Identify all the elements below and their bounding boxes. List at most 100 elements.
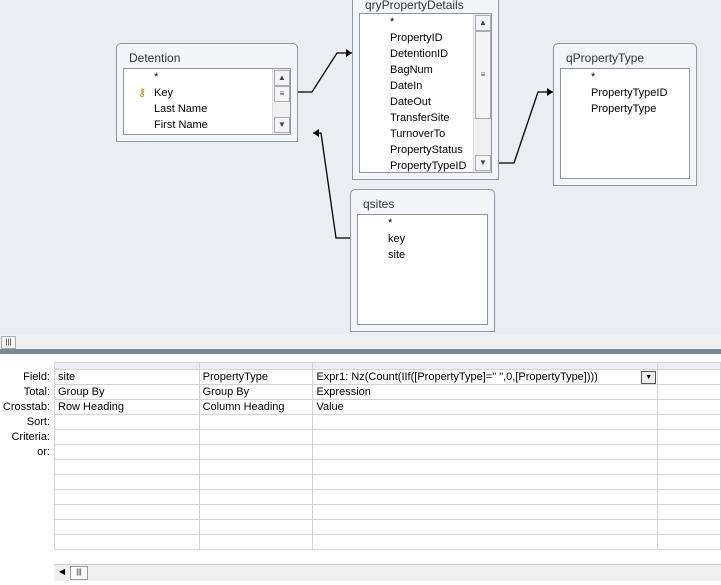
grid-cell[interactable]	[198, 414, 314, 430]
grid-cell[interactable]	[198, 429, 314, 445]
column-selector[interactable]	[54, 362, 200, 370]
field-item[interactable]: First Name	[154, 119, 208, 131]
field-list[interactable]: * ⚷Key Last Name First Name ▲ ≡ ▼	[123, 68, 291, 135]
field-item[interactable]: BagNum	[390, 64, 433, 76]
field-list[interactable]: * key site	[357, 214, 488, 325]
join-line-detention-details	[297, 52, 352, 93]
field-item[interactable]: PropertyID	[390, 32, 443, 44]
grid-cell[interactable]	[54, 489, 200, 505]
scrollbar[interactable]: ▲ ≡ ▼	[272, 69, 290, 134]
grid-cell[interactable]	[312, 444, 659, 460]
grid-cell[interactable]	[657, 489, 721, 505]
scroll-down-icon[interactable]: ▼	[475, 155, 491, 171]
field-item[interactable]: PropertyStatus	[390, 144, 463, 156]
field-item[interactable]: PropertyType	[591, 103, 657, 115]
pane-scrollbar[interactable]: |||	[0, 335, 721, 349]
total-cell[interactable]	[657, 384, 721, 400]
grid-cell[interactable]	[54, 459, 200, 475]
grid-cell[interactable]	[312, 459, 659, 475]
field-cell[interactable]	[657, 369, 721, 385]
table-qPropertyType[interactable]: qPropertyType * PropertyTypeID PropertyT…	[553, 43, 697, 186]
grid-cell[interactable]	[657, 519, 721, 535]
field-list[interactable]: * PropertyID DetentionID BagNum DateIn D…	[359, 13, 492, 173]
grid-cell[interactable]	[312, 504, 659, 520]
scroll-thumb[interactable]: ≡	[274, 86, 290, 102]
grid-cell[interactable]	[657, 414, 721, 430]
field-item[interactable]: *	[591, 71, 596, 83]
grid-cell[interactable]	[312, 519, 659, 535]
field-item[interactable]: TurnoverTo	[390, 128, 446, 140]
field-item[interactable]: *	[390, 16, 395, 28]
table-qryPropertyDetails[interactable]: qryPropertyDetails * PropertyID Detentio…	[352, 0, 499, 180]
grid-cell[interactable]	[312, 414, 659, 430]
field-cell[interactable]: site	[54, 369, 200, 385]
scroll-thumb[interactable]: |||	[1, 336, 16, 349]
grid-cell[interactable]	[198, 489, 314, 505]
grid-cell[interactable]	[312, 429, 659, 445]
grid-cell[interactable]	[54, 519, 200, 535]
scroll-up-icon[interactable]: ▲	[274, 70, 290, 86]
scroll-thumb[interactable]: |||	[70, 566, 88, 580]
scroll-up-icon[interactable]: ▲	[475, 15, 491, 31]
dropdown-arrow-icon[interactable]: ▼	[641, 371, 657, 384]
column-selector[interactable]	[198, 362, 314, 370]
field-item[interactable]: *	[388, 217, 393, 229]
grid-cell[interactable]	[657, 444, 721, 460]
grid-horizontal-scrollbar[interactable]: ◀ |||	[54, 564, 721, 581]
scroll-down-icon[interactable]: ▼	[274, 117, 290, 133]
grid-cell[interactable]	[657, 429, 721, 445]
scrollbar[interactable]: ▲ ≡ ▼	[473, 14, 491, 172]
scroll-left-icon[interactable]: ◀	[58, 567, 66, 576]
field-item[interactable]: DateIn	[390, 80, 423, 92]
field-item[interactable]: *	[154, 71, 159, 83]
grid-cell[interactable]	[312, 474, 659, 490]
field-item[interactable]: ⚷Key	[124, 85, 290, 101]
crosstab-cell[interactable]: Column Heading	[198, 399, 314, 415]
table-detention[interactable]: Detention * ⚷Key Last Name First Name ▲ …	[116, 43, 298, 142]
row-label-crosstab: Crosstab:	[2, 401, 50, 413]
grid-cell[interactable]	[312, 489, 659, 505]
field-cell[interactable]: PropertyType	[198, 369, 314, 385]
grid-cell[interactable]	[54, 474, 200, 490]
field-item[interactable]: PropertyTypeID	[390, 160, 467, 172]
field-item[interactable]: key	[388, 233, 406, 245]
field-cell[interactable]: Expr1: Nz(Count(IIf([PropertyType]=" ",0…	[312, 369, 659, 385]
grid-cell[interactable]	[54, 444, 200, 460]
grid-cell[interactable]	[198, 504, 314, 520]
crosstab-cell[interactable]: Value	[312, 399, 659, 415]
field-item[interactable]: Last Name	[154, 103, 208, 115]
grid-cell[interactable]	[198, 459, 314, 475]
total-cell[interactable]: Group By	[198, 384, 314, 400]
field-item[interactable]: DateOut	[390, 96, 431, 108]
crosstab-cell[interactable]	[657, 399, 721, 415]
table-qsites[interactable]: qsites * key site	[350, 189, 495, 332]
grid-cell[interactable]	[198, 444, 314, 460]
field-list[interactable]: * PropertyTypeID PropertyType	[560, 68, 690, 179]
grid-cell[interactable]	[657, 504, 721, 520]
grid-cell[interactable]	[54, 414, 200, 430]
grid-cell[interactable]	[54, 534, 200, 550]
grid-cell[interactable]	[657, 534, 721, 550]
grid-cell[interactable]	[198, 519, 314, 535]
field-item[interactable]: PropertyTypeID	[591, 87, 668, 99]
total-cell[interactable]: Group By	[54, 384, 200, 400]
row-label-or: or:	[37, 446, 50, 458]
grid-cell[interactable]	[657, 474, 721, 490]
scroll-thumb[interactable]: ≡	[475, 31, 491, 119]
pane-splitter[interactable]	[0, 349, 721, 354]
row-label-total: Total:	[23, 386, 50, 398]
grid-cell[interactable]	[54, 504, 200, 520]
grid-cell[interactable]	[657, 459, 721, 475]
field-item[interactable]: site	[388, 249, 406, 261]
column-selector[interactable]	[312, 362, 659, 370]
grid-cell[interactable]	[312, 534, 659, 550]
total-cell[interactable]: Expression	[312, 384, 659, 400]
grid-cell[interactable]	[198, 474, 314, 490]
field-item[interactable]: DetentionID	[390, 48, 449, 60]
field-item[interactable]: TransferSite	[390, 112, 450, 124]
grid-cell[interactable]	[54, 429, 200, 445]
column-selector[interactable]	[657, 362, 721, 370]
crosstab-cell[interactable]: Row Heading	[54, 399, 200, 415]
grid-cell[interactable]	[198, 534, 314, 550]
